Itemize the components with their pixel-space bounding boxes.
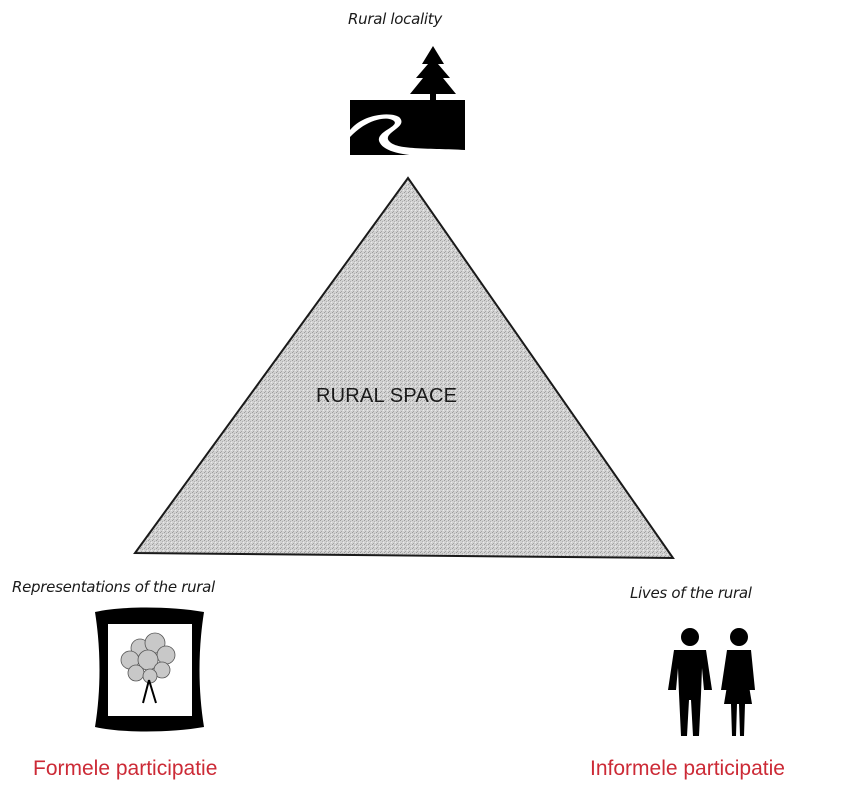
tree-river-icon bbox=[350, 46, 465, 156]
man-woman-icon bbox=[668, 628, 755, 736]
framed-tree-picture-icon bbox=[95, 607, 204, 732]
informele-participatie-caption: Informele participatie bbox=[590, 757, 785, 780]
representations-label: Representations of the rural bbox=[12, 578, 215, 596]
rural-locality-label: Rural locality bbox=[348, 10, 442, 28]
lives-label: Lives of the rural bbox=[630, 584, 752, 602]
formele-participatie-caption: Formele participatie bbox=[33, 757, 218, 780]
rural-space-title: RURAL SPACE bbox=[316, 385, 458, 407]
rural-space-triangle bbox=[133, 176, 675, 560]
